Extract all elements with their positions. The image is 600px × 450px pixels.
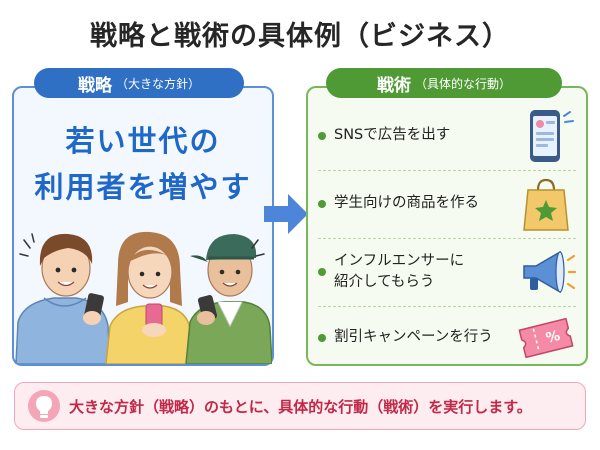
svg-text:%: % [544,328,561,347]
tactic-text: インフルエンサーに 紹介してもらう [334,252,465,290]
strategy-sublabel: （大きな方針） [115,76,200,91]
tactic-text: 学生向けの商品を作る [334,195,479,212]
person-yellow-sweater-icon [105,231,193,364]
lightbulb-icon [28,390,60,422]
tactics-label-pill: 戦術 （具体的な行動） [326,68,562,98]
tactic-text: 割引キャンペーンを行う [334,329,493,346]
shopping-bag-icon [523,178,569,231]
discount-ticket-icon: % [518,317,574,359]
tactic-item: インフルエンサーに 紹介してもらう [318,242,576,302]
divider [318,238,576,239]
summary-note: 大きな方針（戦略）のもとに、具体的な行動（戦術）を実行します。 [14,382,586,430]
strategy-text-line-1: 若い世代の [65,124,221,158]
divider [318,170,576,171]
bullet-dot [318,268,326,276]
tactic-item: 割引キャンペーンを行う % [318,308,576,368]
smartphone-sns-icon [530,110,574,162]
bullet-dot [318,334,326,342]
strategy-label: 戦略 [77,75,112,96]
bullet-dot [318,132,326,140]
bullet-dot [318,200,326,208]
tactic-item: 学生向けの商品を作る [318,174,576,234]
summary-text: 大きな方針（戦略）のもとに、具体的な行動（戦術）を実行します。 [69,397,532,416]
young-people-illustration [15,231,272,364]
tactic-text: SNSで広告を出す [334,127,451,144]
page-title: 戦略と戦術の具体例（ビジネス） [90,21,510,52]
divider [318,306,576,307]
strategy-text-line-2: 利用者を増やす [34,170,252,204]
person-green-jacket-icon [185,234,272,364]
right-arrow-icon [264,194,308,234]
tactics-label: 戦術 [376,75,411,96]
tactics-sublabel: （具体的な行動） [414,76,511,91]
tactic-item: SNSで広告を出す [318,106,576,166]
megaphone-icon [523,250,576,294]
person-blue-hoodie-icon [15,233,111,364]
strategy-label-pill: 戦略 （大きな方針） [34,68,244,98]
